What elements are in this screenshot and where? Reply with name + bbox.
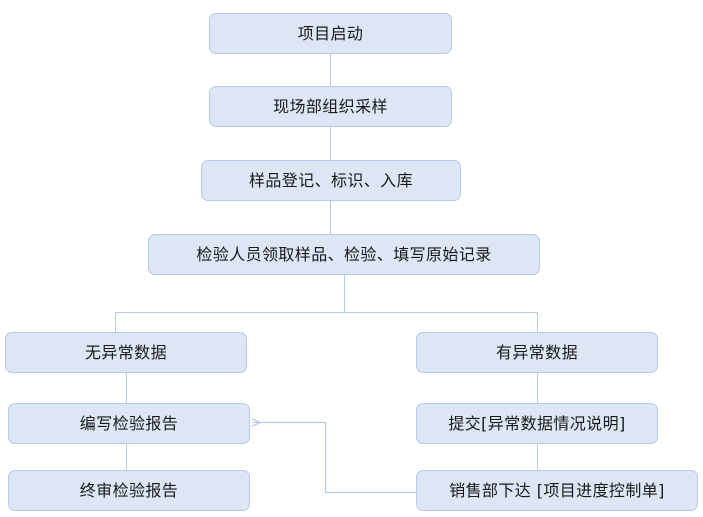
node-label: 编写检验报告 [79,413,179,433]
node-site-sampling[interactable]: 现场部组织采样 [209,86,452,127]
edge-n10-n7-feedback [253,423,416,494]
node-label: 提交[异常数据情况说明] [448,413,626,433]
node-label: 终审检验报告 [79,480,179,500]
node-no-abnormal-data[interactable]: 无异常数据 [5,332,247,373]
node-label: 现场部组织采样 [273,96,388,116]
node-has-abnormal-data[interactable]: 有异常数据 [416,332,658,373]
node-label: 项目启动 [297,23,364,43]
node-submit-abnormal-explanation[interactable]: 提交[异常数据情况说明] [416,403,658,444]
node-label: 无异常数据 [84,342,167,362]
node-label: 销售部下达 [项目进度控制单] [449,480,665,500]
node-label: 有异常数据 [495,342,578,362]
node-inspection-record[interactable]: 检验人员领取样品、检验、填写原始记录 [148,234,540,275]
node-label: 样品登记、标识、入库 [248,170,413,190]
node-final-inspection-report[interactable]: 终审检验报告 [8,470,250,511]
node-project-start[interactable]: 项目启动 [209,13,452,54]
node-sales-dept-progress-order[interactable]: 销售部下达 [项目进度控制单] [416,470,698,511]
node-sample-registration[interactable]: 样品登记、标识、入库 [201,160,461,201]
node-write-inspection-report[interactable]: 编写检验报告 [8,403,250,444]
node-label: 检验人员领取样品、检验、填写原始记录 [196,244,492,264]
